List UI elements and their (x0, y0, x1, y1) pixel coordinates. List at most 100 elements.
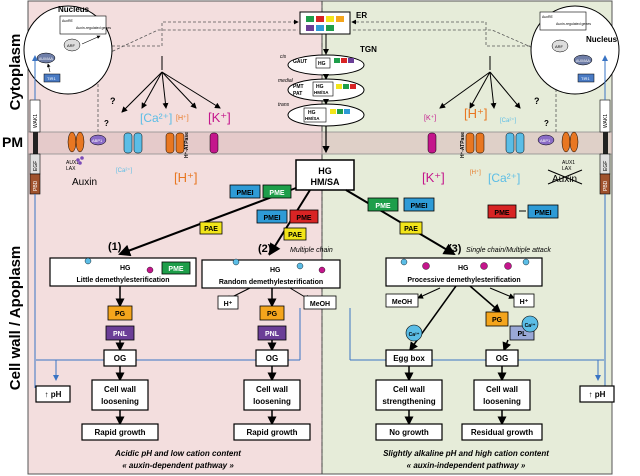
svg-text:ARF: ARF (555, 44, 564, 49)
svg-text:PNL: PNL (265, 331, 280, 338)
svg-text:Ca²⁺: Ca²⁺ (525, 323, 536, 329)
svg-text:HG: HG (270, 267, 281, 274)
svg-text:PG: PG (267, 311, 278, 318)
svg-text:↑ pH: ↑ pH (589, 390, 606, 399)
svg-text:PMEI: PMEI (263, 215, 280, 222)
svg-text:(3): (3) (448, 243, 462, 255)
svg-text:HM/SA: HM/SA (314, 90, 329, 95)
region-pm: PM (2, 134, 23, 150)
svg-text:OG: OG (114, 354, 126, 363)
svg-text:OG: OG (266, 354, 278, 363)
wak-left: WAK1 EGF PBD (29, 99, 41, 195)
h-left-out: [H⁺] (174, 170, 197, 185)
svg-text:loosening: loosening (253, 397, 291, 406)
svg-text:PME: PME (168, 266, 184, 273)
svg-text:H⁺: H⁺ (520, 299, 529, 306)
svg-text:AuxRE: AuxRE (542, 15, 554, 19)
footer-left-2: « auxin-dependent pathway » (122, 461, 234, 470)
wak-right: WAK1 EGF PBD (599, 99, 611, 195)
random-demethyl-box (201, 259, 341, 289)
svg-text:HM/SA: HM/SA (311, 177, 341, 187)
svg-text:ABP1: ABP1 (540, 138, 551, 143)
svg-text:cis: cis (280, 54, 287, 60)
svg-text:loosening: loosening (101, 397, 139, 406)
svg-text:(2): (2) (258, 243, 272, 255)
svg-text:PME: PME (296, 215, 312, 222)
svg-text:Little demethylesterification: Little demethylesterification (77, 277, 170, 284)
svg-text:Nucleus: Nucleus (58, 5, 90, 14)
svg-text:Nucleus: Nucleus (586, 35, 618, 44)
h-right-in: [H⁺] (464, 106, 487, 121)
svg-text:(1): (1) (108, 241, 122, 253)
k-right-out: [K⁺] (422, 170, 445, 185)
svg-text:Processive demethylesterificat: Processive demethylesterification (407, 277, 520, 284)
svg-text:PG: PG (492, 317, 503, 324)
svg-text:MeOH: MeOH (392, 299, 412, 306)
svg-text:[Ca²⁺]: [Ca²⁺] (500, 117, 517, 124)
svg-text:H⁺: H⁺ (224, 301, 233, 308)
svg-text:HM/SA: HM/SA (305, 116, 320, 121)
hg-hmsa-box (295, 159, 355, 191)
svg-text:HG: HG (308, 110, 316, 116)
svg-text:?: ? (534, 96, 540, 106)
svg-text:WAK1: WAK1 (33, 114, 39, 128)
svg-text:PME: PME (494, 210, 510, 217)
svg-text:PNL: PNL (113, 331, 128, 338)
svg-text:PAE: PAE (288, 232, 302, 239)
svg-text:PME: PME (269, 190, 285, 197)
region-cytoplasm: Cytoplasm (7, 34, 24, 111)
auxin-right: Auxin (552, 174, 577, 185)
svg-text:PAT: PAT (293, 91, 302, 97)
svg-text:[K⁺]: [K⁺] (424, 115, 436, 122)
region-cell-wall: Cell wall / Apoplasm (7, 246, 24, 390)
svg-text:trans: trans (278, 102, 290, 108)
abp1-left (89, 134, 107, 146)
svg-text:HG: HG (458, 265, 469, 272)
svg-text:LAX: LAX (66, 166, 76, 172)
svg-text:WAK1: WAK1 (603, 114, 609, 128)
auxin-left: Auxin (72, 177, 97, 188)
svg-text:Auxin-regulated genes: Auxin-regulated genes (556, 22, 591, 26)
svg-text:[Ca²⁺]: [Ca²⁺] (116, 167, 133, 174)
svg-text:Cell wall: Cell wall (256, 385, 288, 394)
svg-text:LAX: LAX (562, 166, 572, 172)
plasma-membrane (28, 132, 612, 154)
svg-text:↑ pH: ↑ pH (45, 390, 62, 399)
svg-text:HG: HG (120, 265, 131, 272)
svg-text:PMEI: PMEI (410, 203, 427, 210)
aux1-left (67, 131, 77, 153)
outcome-rapid-growth-1: Rapid growth (94, 428, 145, 437)
ca-left-in: [Ca²⁺] (140, 111, 172, 125)
svg-text:PMEI: PMEI (236, 190, 253, 197)
svg-text:PG: PG (115, 311, 126, 318)
footer-right-1: Slightly alkaline pH and high cation con… (383, 449, 549, 458)
processive-demethyl-box (385, 257, 543, 287)
svg-text:OG: OG (496, 354, 508, 363)
svg-text:medial: medial (278, 78, 294, 84)
svg-text:AUX1: AUX1 (66, 160, 79, 166)
svg-text:HG: HG (318, 61, 326, 67)
svg-text:ARF: ARF (67, 43, 76, 48)
outcome-rapid-growth-2: Rapid growth (246, 428, 297, 437)
svg-text:MeOH: MeOH (310, 301, 330, 308)
outcome-residual-growth: Residual growth (471, 428, 533, 437)
ca-right-out: [Ca²⁺] (488, 171, 520, 185)
svg-text:PBD: PBD (33, 180, 39, 191)
svg-text:AuxRE: AuxRE (62, 19, 74, 23)
svg-text:AUX/IAA: AUX/IAA (39, 57, 53, 61)
svg-text:ABP1: ABP1 (92, 138, 103, 143)
svg-text:[H⁺]: [H⁺] (470, 169, 481, 176)
svg-text:?: ? (110, 96, 116, 106)
svg-text:HG: HG (316, 84, 324, 90)
svg-text:PAE: PAE (404, 226, 418, 233)
svg-text:EGF: EGF (603, 161, 609, 171)
svg-text:?: ? (104, 119, 109, 128)
svg-text:PBD: PBD (603, 180, 609, 191)
svg-text:AUX1: AUX1 (562, 160, 575, 166)
outcome-no-growth: No growth (389, 428, 429, 437)
svg-text:PL: PL (518, 331, 528, 338)
svg-text:?: ? (544, 119, 549, 128)
svg-text:EGF: EGF (33, 161, 39, 171)
